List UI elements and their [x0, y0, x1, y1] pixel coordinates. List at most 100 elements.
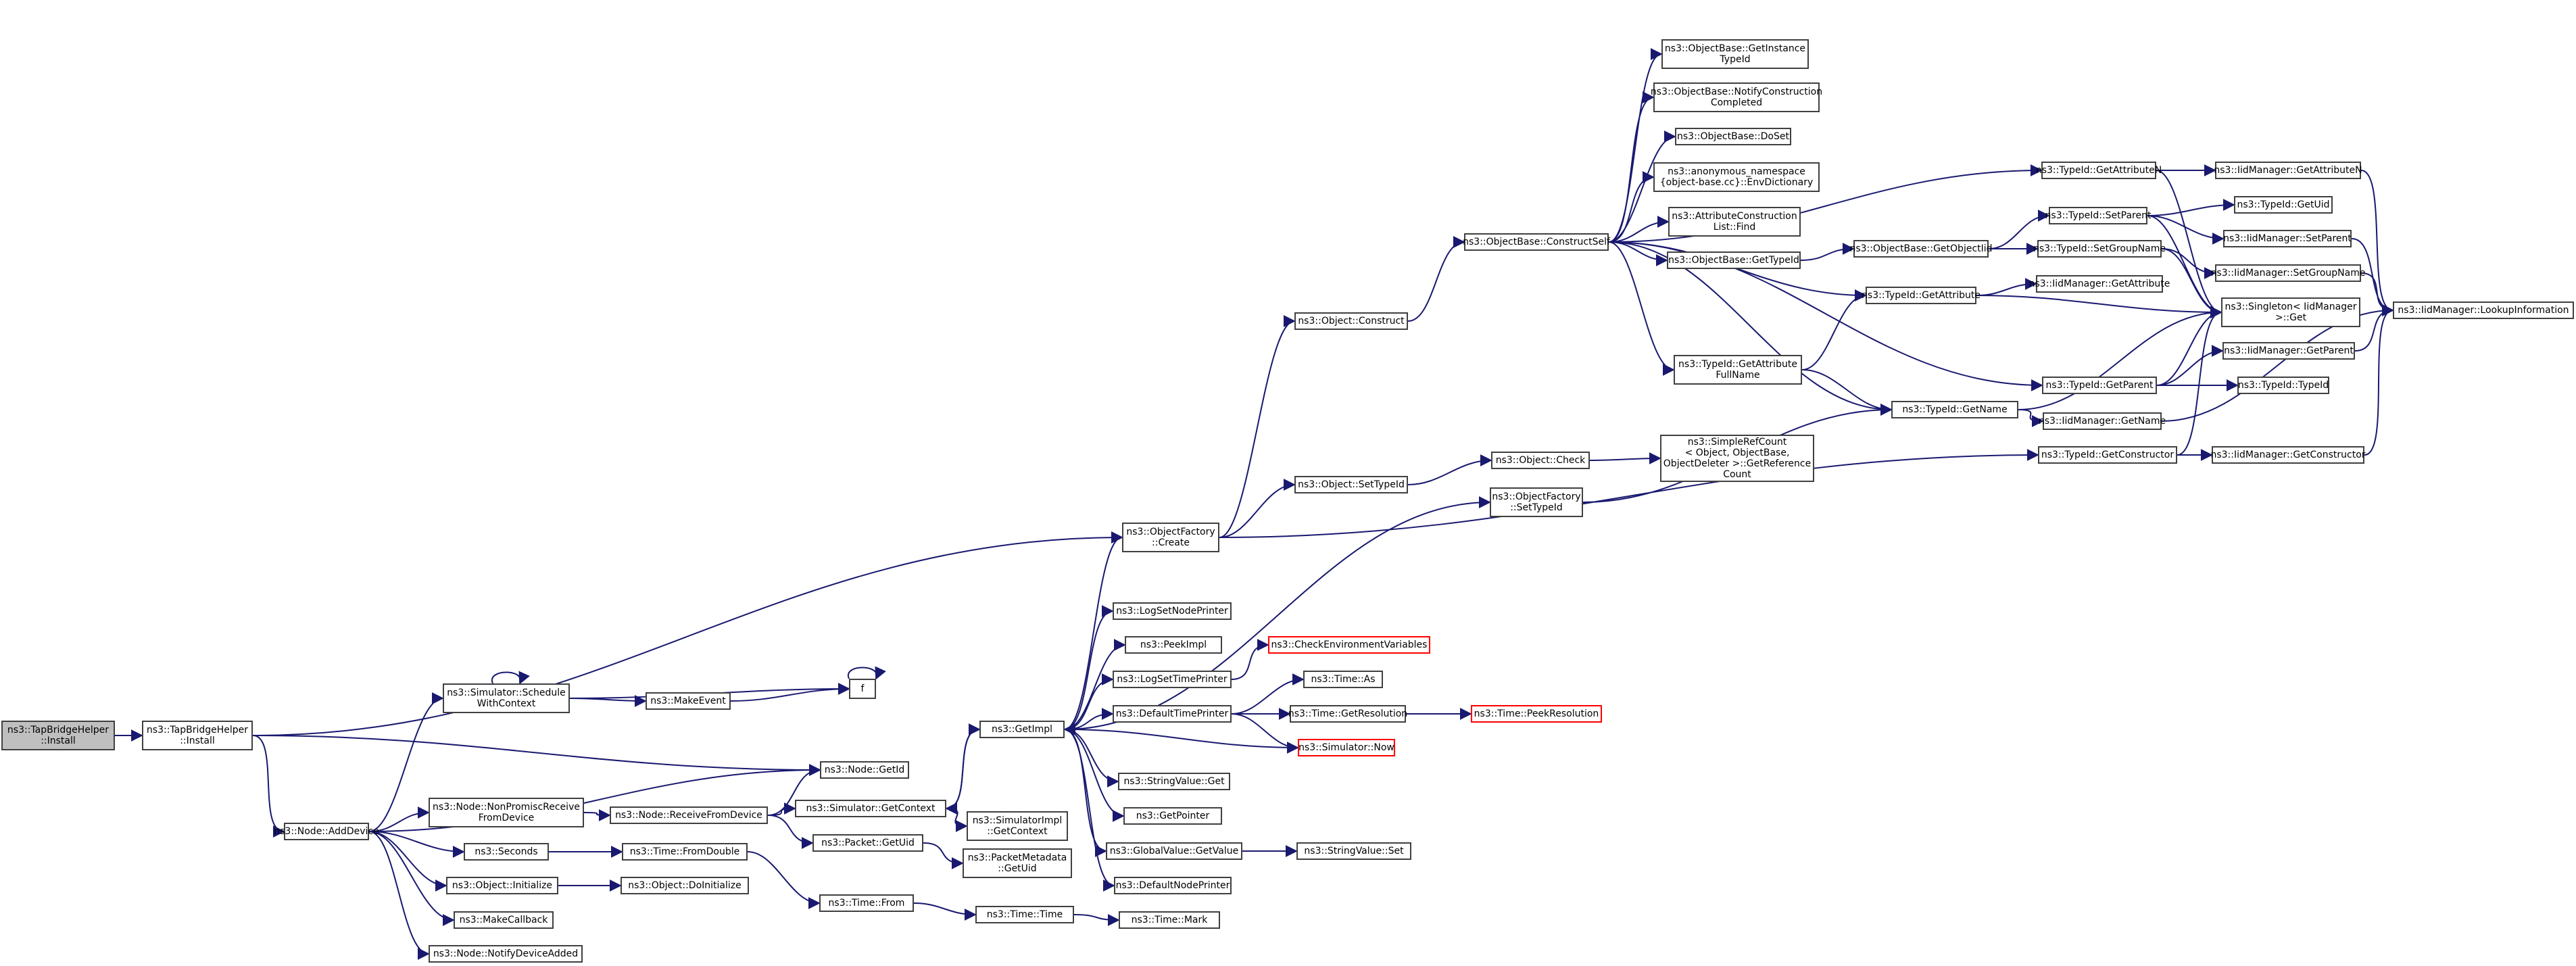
graph-node-n61[interactable]: ns3::IidManager::GetConstructor	[2210, 446, 2366, 464]
graph-node-n22[interactable]: ns3::SimulatorImpl ::GetContext	[967, 811, 1068, 841]
graph-edge-n10-n22	[946, 808, 968, 832]
graph-edge-n51-n30	[1801, 369, 1893, 416]
graph-node-n48[interactable]: ns3::anonymous_namespace {object-base.cc…	[1653, 162, 1820, 192]
graph-node-n12[interactable]: ns3::Seconds	[464, 843, 549, 861]
graph-node-n30[interactable]: ns3::TypeId::GetName	[1891, 401, 2018, 418]
graph-edge-n4-n3	[368, 764, 821, 832]
graph-node-n33[interactable]: ns3::LogSetTimePrinter	[1113, 671, 1232, 688]
graph-node-n15[interactable]: ns3::Object::DoInitialize	[621, 877, 749, 894]
graph-node-n5[interactable]: ns3::Simulator::Schedule WithContext	[443, 683, 570, 713]
graph-node-n59[interactable]: ns3::IidManager::GetAttribute	[2029, 275, 2170, 293]
graph-node-label: ns3::SimulatorImpl ::GetContext	[972, 815, 1063, 837]
graph-node-n7[interactable]: f	[849, 679, 876, 699]
graph-edge-n58-n63	[2161, 248, 2222, 318]
graph-node-label: ns3::Time::FromDouble	[629, 846, 740, 857]
graph-node-n23[interactable]: ns3::PacketMetadata ::GetUid	[963, 848, 1072, 878]
graph-node-n13[interactable]: ns3::Time::FromDouble	[622, 843, 748, 861]
graph-node-label: ns3::Time::As	[1311, 674, 1376, 685]
graph-node-n51[interactable]: ns3::TypeId::GetAttribute FullName	[1674, 355, 1802, 385]
graph-node-n68[interactable]: ns3::TypeId::TypeId	[2237, 377, 2329, 394]
graph-node-n14[interactable]: ns3::Object::Initialize	[446, 877, 558, 894]
graph-node-label: ns3::ObjectBase::GetInstance TypeId	[1664, 43, 1806, 65]
graph-edge-n24-n28	[1407, 236, 1465, 322]
graph-node-n66[interactable]: ns3::IidManager::SetGroupName	[2211, 264, 2365, 282]
graph-node-n60[interactable]: ns3::IidManager::GetName	[2039, 412, 2166, 430]
graph-node-n63[interactable]: ns3::Singleton< IidManager >::Get	[2221, 297, 2360, 327]
graph-node-n19[interactable]: ns3::Time::Time	[975, 906, 1074, 923]
graph-node-n29[interactable]: ns3::Object::Check	[1491, 452, 1590, 469]
graph-node-n24[interactable]: ns3::Object::Construct	[1294, 312, 1408, 330]
graph-node-label: ns3::LogSetNodePrinter	[1116, 606, 1228, 617]
graph-node-n43[interactable]: ns3::Time::PeekResolution	[1471, 705, 1602, 723]
graph-node-n50[interactable]: ns3::ObjectBase::GetTypeId	[1667, 251, 1801, 269]
graph-node-n52[interactable]: ns3::SimpleRefCount < Object, ObjectBase…	[1660, 435, 1814, 482]
graph-node-n26[interactable]: ns3::ObjectFactory ::SetTypeId	[1490, 487, 1583, 517]
graph-node-n8[interactable]: ns3::Node::NonPromiscReceive FromDevice	[429, 798, 584, 827]
graph-edge-n6-n7	[730, 683, 850, 702]
graph-node-n9[interactable]: ns3::Node::ReceiveFromDevice	[610, 806, 768, 824]
graph-node-n64[interactable]: ns3::TypeId::GetUid	[2234, 196, 2333, 214]
graph-node-n46[interactable]: ns3::ObjectBase::NotifyConstruction Comp…	[1651, 82, 1822, 112]
graph-edge-n58-n66	[2161, 248, 2216, 279]
graph-node-n37[interactable]: ns3::GlobalValue::GetValue	[1106, 842, 1242, 860]
graph-node-n44[interactable]: ns3::StringValue::Set	[1296, 842, 1411, 860]
graph-node-n55[interactable]: ns3::TypeId::GetAttribute	[1862, 287, 1980, 304]
graph-node-n56[interactable]: ns3::TypeId::GetParent	[2042, 377, 2157, 394]
graph-edge-n30-n63	[2018, 306, 2222, 410]
graph-node-n65[interactable]: ns3::IidManager::SetParent	[2223, 230, 2352, 247]
graph-node-n3[interactable]: ns3::Node::GetId	[820, 761, 909, 779]
graph-edge-n2-n27	[1219, 449, 2039, 538]
graph-node-n4[interactable]: ns3::Node::AddDevice	[274, 823, 379, 840]
graph-node-label: ns3::PeekImpl	[1140, 639, 1207, 650]
graph-node-label: ns3::Packet::GetUid	[821, 838, 915, 848]
graph-edge-n21-n36	[1064, 729, 1125, 822]
graph-node-n10[interactable]: ns3::Simulator::GetContext	[795, 800, 946, 817]
graph-node-n20[interactable]: ns3::Time::Mark	[1119, 911, 1220, 929]
graph-node-n28[interactable]: ns3::ObjectBase::ConstructSelf	[1463, 233, 1610, 251]
graph-node-n21[interactable]: ns3::GetImpl	[979, 721, 1065, 738]
graph-node-label: ns3::GetPointer	[1136, 811, 1210, 821]
graph-node-label: ns3::GetImpl	[991, 724, 1052, 735]
graph-edge-n28-n51	[1608, 241, 1675, 376]
graph-node-label: ns3::IidManager::GetAttributeN	[2214, 165, 2362, 176]
graph-node-n38[interactable]: ns3::DefaultNodePrinter	[1114, 877, 1232, 894]
graph-node-n62[interactable]: ns3::IidManager::GetAttributeN	[2214, 162, 2362, 179]
graph-node-n11[interactable]: ns3::Packet::GetUid	[812, 834, 923, 852]
graph-node-label: ns3::StringValue::Get	[1123, 776, 1225, 787]
graph-node-label: ns3::IidManager::SetParent	[2223, 233, 2352, 244]
graph-edge-n56-n63	[2156, 306, 2222, 386]
graph-node-n1[interactable]: ns3::TapBridgeHelper ::Install	[142, 721, 253, 750]
graph-node-label: ns3::Simulator::Schedule WithContext	[447, 687, 566, 709]
graph-node-n18[interactable]: ns3::Time::From	[819, 894, 914, 912]
graph-node-label: ns3::Seconds	[475, 846, 538, 857]
graph-node-n42[interactable]: ns3::Simulator::Now	[1298, 739, 1395, 756]
graph-node-n49[interactable]: ns3::AttributeConstruction List::Find	[1668, 207, 1801, 237]
graph-node-n47[interactable]: ns3::ObjectBase::DoSet	[1675, 128, 1791, 145]
graph-node-label: ns3::GlobalValue::GetValue	[1109, 846, 1239, 856]
graph-node-n27[interactable]: ns3::TypeId::GetConstructor	[2038, 446, 2177, 464]
graph-node-n45[interactable]: ns3::ObjectBase::GetInstance TypeId	[1661, 39, 1809, 69]
graph-node-n2[interactable]: ns3::ObjectFactory ::Create	[1122, 523, 1219, 552]
graph-node-n34[interactable]: ns3::DefaultTimePrinter	[1113, 705, 1232, 723]
graph-node-n36[interactable]: ns3::GetPointer	[1123, 807, 1222, 825]
graph-node-n39[interactable]: ns3::CheckEnvironmentVariables	[1268, 636, 1430, 654]
graph-node-n16[interactable]: ns3::MakeCallback	[454, 911, 554, 929]
graph-node-n58[interactable]: ns3::TypeId::SetGroupName	[2033, 240, 2166, 258]
graph-node-n53[interactable]: ns3::TypeId::GetAttributeN	[2036, 162, 2162, 179]
graph-node-n6[interactable]: ns3::MakeEvent	[646, 692, 731, 710]
graph-node-n40[interactable]: ns3::Time::As	[1303, 671, 1383, 688]
graph-node-label: f	[860, 683, 865, 694]
graph-node-n69[interactable]: ns3::IidManager::LookupInformation	[2393, 301, 2574, 319]
graph-node-n67[interactable]: ns3::IidManager::GetParent	[2222, 342, 2355, 360]
graph-edge-n53-n63	[2156, 170, 2222, 318]
graph-node-n54[interactable]: ns3::ObjectBase::GetObjectIid	[1849, 240, 1993, 258]
graph-edge-n11-n23	[923, 842, 964, 869]
graph-node-n35[interactable]: ns3::StringValue::Get	[1118, 773, 1230, 790]
graph-node-n57[interactable]: ns3::TypeId::SetParent	[2045, 207, 2151, 224]
graph-node-n17[interactable]: ns3::Node::NotifyDeviceAdded	[429, 945, 583, 963]
graph-node-n32[interactable]: ns3::PeekImpl	[1125, 636, 1222, 654]
graph-node-n41[interactable]: ns3::Time::GetResolution	[1288, 705, 1407, 723]
graph-node-n25[interactable]: ns3::Object::SetTypeId	[1294, 476, 1408, 493]
graph-node-n31[interactable]: ns3::LogSetNodePrinter	[1113, 602, 1232, 620]
graph-edge-n4-n17	[368, 831, 430, 960]
